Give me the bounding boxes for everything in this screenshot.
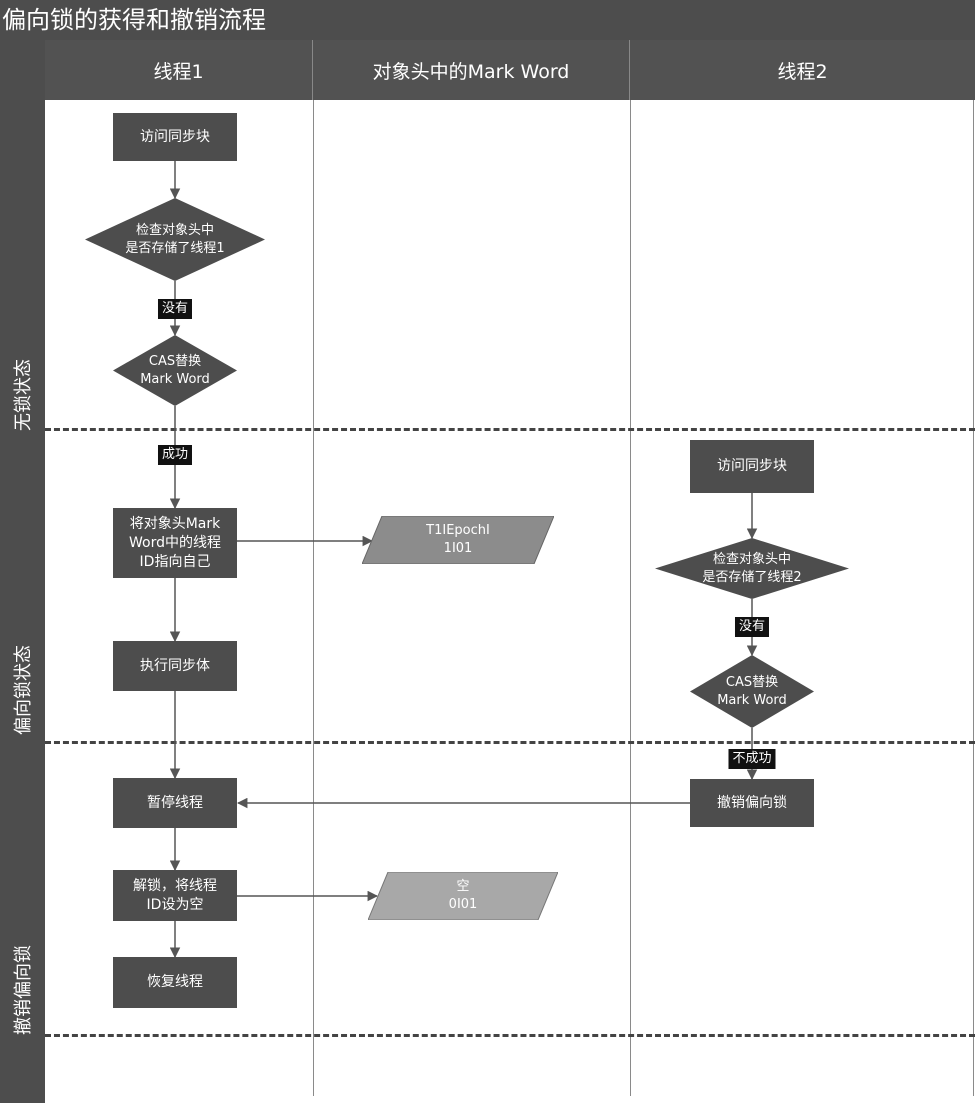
section-label-unlocked: 无锁状态 <box>13 359 34 431</box>
section-divider-3 <box>45 1034 975 1037</box>
t2-revoke-biased-lock: 撤销偏向锁 <box>690 779 814 827</box>
lane-thread2 <box>631 100 974 1096</box>
t1-execute-sync-body: 执行同步体 <box>113 641 237 691</box>
column-header-thread1: 线程1 <box>45 40 313 100</box>
t1-pause-thread: 暂停线程 <box>113 778 237 828</box>
t2-access-sync-block: 访问同步块 <box>690 440 814 493</box>
t2-check-header-decision: 检查对象头中是否存储了线程2 <box>655 538 849 599</box>
section-divider-2 <box>45 741 975 744</box>
section-label-biased: 偏向锁状态 <box>13 645 34 735</box>
section-label-revoke: 撤销偏向锁 <box>13 945 34 1035</box>
lane-markword <box>314 100 631 1096</box>
column-header-markword: 对象头中的Mark Word <box>313 40 630 100</box>
t1-access-sync-block: 访问同步块 <box>113 113 237 161</box>
section-sidebar <box>0 40 45 1103</box>
section-divider-1 <box>45 428 975 431</box>
column-header-thread2: 线程2 <box>630 40 975 100</box>
t2-fail-label: 不成功 <box>728 749 776 769</box>
t1-success-label: 成功 <box>157 445 193 465</box>
diagram-title: 偏向锁的获得和撤销流程 <box>0 0 975 40</box>
t1-no-label: 没有 <box>157 299 193 319</box>
t2-no-label: 没有 <box>734 617 770 637</box>
t1-resume-thread: 恢复线程 <box>113 957 237 1008</box>
t1-check-header-decision: 检查对象头中是否存储了线程1 <box>85 198 265 281</box>
